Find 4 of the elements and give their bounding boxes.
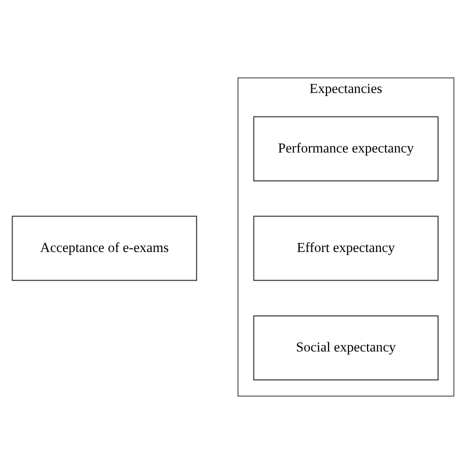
node-box: Social expectancy [253, 315, 439, 380]
node-box: Performance expectancy [253, 116, 439, 182]
node-box: Acceptance of e-exams [12, 216, 198, 281]
node-box: Effort expectancy [253, 216, 439, 281]
